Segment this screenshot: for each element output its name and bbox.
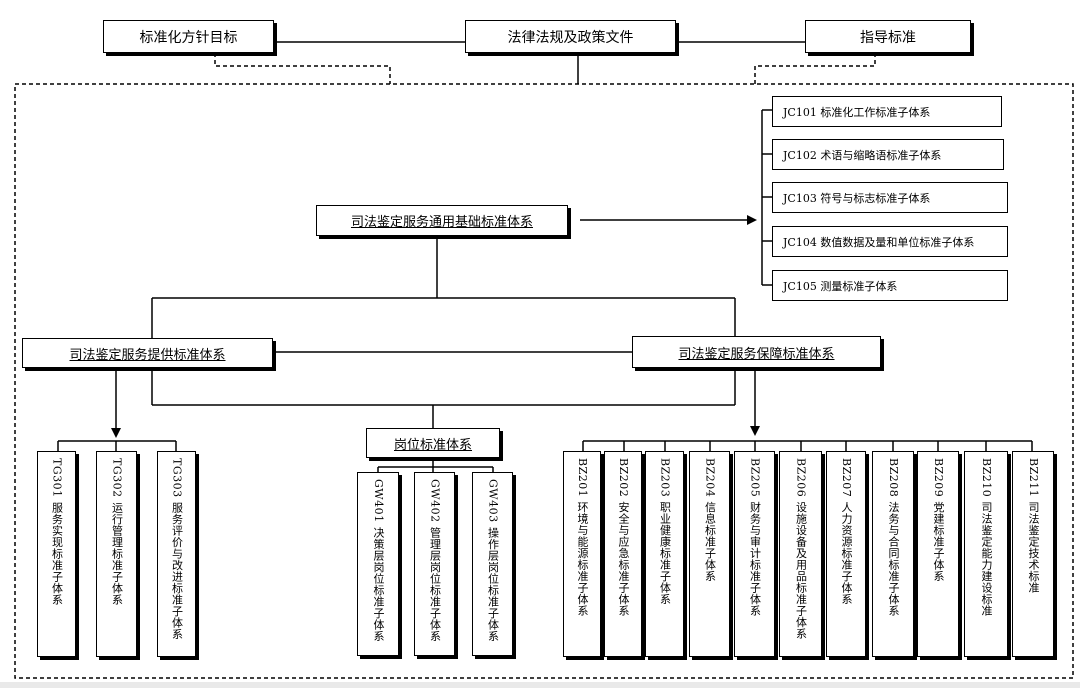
bz-item-label: BZ207 人力资源标准子体系 (840, 458, 853, 605)
tg-item-label: TG303 服务评价与改进标准子体系 (170, 458, 184, 640)
jc-item-box[interactable]: JC105 测量标准子体系 (772, 270, 1008, 301)
outer-dashed-frame (14, 83, 1074, 679)
bz-item-label: BZ209 党建标准子体系 (932, 458, 945, 582)
bz-item-box[interactable]: BZ201 环境与能源标准子体系 (563, 451, 601, 657)
jc-item-box[interactable]: JC101 标准化工作标准子体系 (772, 96, 1002, 127)
gw-item-box[interactable]: GW401 决策层岗位标准子体系 (357, 472, 399, 656)
service-support-system-box[interactable]: 司法鉴定服务保障标准体系 (632, 336, 881, 368)
bz-item-box[interactable]: BZ210 司法鉴定能力建设标准 (964, 451, 1008, 657)
bz-item-box[interactable]: BZ209 党建标准子体系 (917, 451, 959, 657)
gw-item-label: GW403 操作层岗位标准子体系 (486, 479, 500, 642)
jc-item-label: JC104 数值数据及量和单位标准子体系 (783, 235, 975, 249)
bz-item-label: BZ202 安全与应急标准子体系 (617, 458, 630, 617)
tg-item-label: TG301 服务实现标准子体系 (50, 458, 64, 606)
gw-item-label: GW402 管理层岗位标准子体系 (428, 479, 442, 642)
bz-item-label: BZ205 财务与审计标准子体系 (748, 458, 762, 617)
bz-item-box[interactable]: BZ202 安全与应急标准子体系 (604, 451, 642, 657)
general-basic-system-title: 司法鉴定服务通用基础标准体系 (350, 215, 533, 230)
service-provision-system-title: 司法鉴定服务提供标准体系 (69, 347, 226, 363)
bz-item-box[interactable]: BZ211 司法鉴定技术标准 (1012, 451, 1054, 657)
tg-item-box[interactable]: TG303 服务评价与改进标准子体系 (157, 451, 196, 657)
jc-item-label: JC102 术语与缩略语标准子体系 (783, 148, 942, 162)
jc-item-box[interactable]: JC103 符号与标志标准子体系 (772, 182, 1008, 213)
jc-item-label: JC101 标准化工作标准子体系 (783, 105, 931, 119)
gw-item-box[interactable]: GW403 操作层岗位标准子体系 (472, 472, 513, 656)
jc-item-box[interactable]: JC102 术语与缩略语标准子体系 (772, 139, 1004, 170)
laws-regulations-box[interactable]: 法律法规及政策文件 (465, 20, 676, 53)
guidance-standards-label: 指导标准 (860, 29, 916, 46)
bz-item-box[interactable]: BZ206 设施设备及用品标准子体系 (779, 451, 822, 657)
jc-item-label: JC105 测量标准子体系 (783, 279, 898, 293)
bz-item-label: BZ206 设施设备及用品标准子体系 (794, 458, 808, 640)
bz-item-label: BZ210 司法鉴定能力建设标准 (980, 458, 993, 617)
tg-item-label: TG302 运行管理标准子体系 (110, 458, 124, 606)
bz-item-box[interactable]: BZ204 信息标准子体系 (689, 451, 730, 657)
general-basic-system-box[interactable]: 司法鉴定服务通用基础标准体系 (316, 205, 568, 236)
bz-item-label: BZ201 环境与能源标准子体系 (576, 458, 589, 617)
service-provision-system-box[interactable]: 司法鉴定服务提供标准体系 (22, 338, 273, 368)
bz-item-label: BZ203 职业健康标准子体系 (658, 458, 672, 605)
tg-item-box[interactable]: TG302 运行管理标准子体系 (96, 451, 137, 657)
bz-item-label: BZ208 法务与合同标准子体系 (887, 458, 900, 617)
post-standard-system-box[interactable]: 岗位标准体系 (366, 428, 500, 458)
bz-item-label: BZ211 司法鉴定技术标准 (1027, 458, 1040, 594)
bz-item-box[interactable]: BZ207 人力资源标准子体系 (826, 451, 866, 657)
jc-item-box[interactable]: JC104 数值数据及量和单位标准子体系 (772, 226, 1008, 257)
guidance-standards-box[interactable]: 指导标准 (805, 20, 971, 53)
jc-item-label: JC103 符号与标志标准子体系 (783, 191, 931, 205)
bz-item-box[interactable]: BZ203 职业健康标准子体系 (645, 451, 684, 657)
post-standard-system-title: 岗位标准体系 (393, 437, 472, 453)
bottom-scrollbar-strip (0, 682, 1080, 688)
policy-goals-label: 标准化方针目标 (139, 29, 238, 46)
gw-item-box[interactable]: GW402 管理层岗位标准子体系 (414, 472, 455, 656)
service-support-system-title: 司法鉴定服务保障标准体系 (678, 346, 835, 362)
tg-item-box[interactable]: TG301 服务实现标准子体系 (37, 451, 76, 657)
bz-item-box[interactable]: BZ208 法务与合同标准子体系 (872, 451, 914, 657)
bz-item-label: BZ204 信息标准子体系 (703, 458, 717, 582)
bz-item-box[interactable]: BZ205 财务与审计标准子体系 (734, 451, 775, 657)
laws-regulations-label: 法律法规及政策文件 (507, 29, 634, 46)
gw-item-label: GW401 决策层岗位标准子体系 (372, 479, 385, 642)
policy-goals-box[interactable]: 标准化方针目标 (103, 20, 274, 53)
